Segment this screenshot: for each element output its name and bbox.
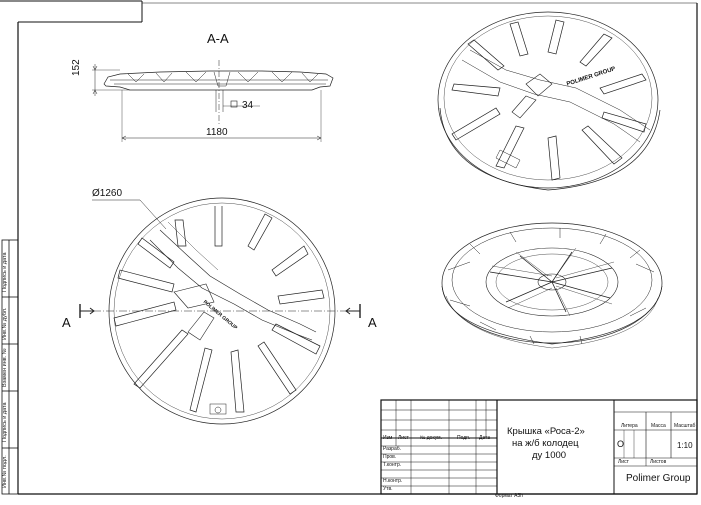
title-line-1: Крышка «Роса-2»	[507, 426, 585, 437]
diameter-dimension: Ø1260	[92, 188, 123, 199]
stamp-podpis-2: Подпись и дата	[2, 252, 8, 292]
row-razrab: Разраб.	[383, 446, 402, 452]
col-date: Дата	[479, 435, 491, 441]
litera-label: Литера	[621, 423, 638, 429]
scale-label: Масштаб	[674, 423, 696, 429]
col-podp: Подп.	[457, 435, 471, 441]
title-line-3: ду 1000	[532, 450, 567, 461]
height-dimension: 152	[71, 59, 82, 76]
title-block-grid	[380, 399, 698, 495]
section-mark-left: A	[62, 315, 71, 330]
width-dimension: 1180	[206, 127, 228, 138]
title-line-2: на ж/б колодец	[512, 438, 579, 449]
col-izm: Изм	[383, 435, 393, 441]
plan-view	[79, 197, 361, 425]
format-label: Формат А3h	[495, 493, 524, 499]
sheet-label: Лист	[618, 459, 629, 465]
row-nkontr: Н.контр.	[383, 478, 403, 484]
iso-top-view	[437, 11, 661, 191]
thickness-dimension: 34	[242, 100, 254, 111]
company-name: Polimer Group	[626, 473, 691, 484]
row-tkontr: Т.контр.	[383, 462, 402, 468]
scale-value: 1:10	[677, 441, 693, 450]
side-stamp	[1, 239, 19, 495]
col-doc: № докум.	[420, 435, 442, 441]
litera-value: О	[617, 439, 625, 449]
stamp-podpis-1: Подпись и дата	[2, 402, 8, 442]
section-view	[92, 60, 334, 142]
col-list: Лист	[398, 435, 409, 441]
section-label: А-А	[207, 31, 229, 46]
stamp-inv-dubl: Инв.№ дубл.	[2, 307, 8, 340]
row-utv: Утв.	[383, 486, 393, 492]
mass-label: Масса	[651, 423, 666, 429]
section-mark-right: A	[368, 315, 377, 330]
sheets-label: Листов	[650, 459, 667, 465]
row-prov: Пров.	[383, 454, 397, 460]
iso-bottom-view	[441, 222, 663, 349]
stamp-inv-podl: Инв.№ подл.	[2, 455, 8, 488]
stamp-vzamen: Взамен инв. №	[2, 348, 8, 387]
